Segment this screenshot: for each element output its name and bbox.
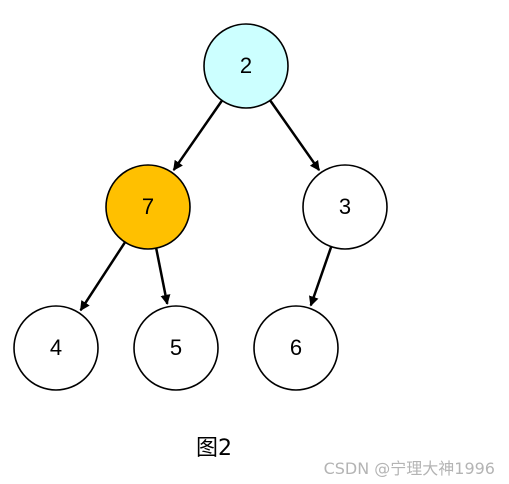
node-circle <box>133 305 219 391</box>
node-circle <box>203 23 289 109</box>
node-circle <box>253 305 339 391</box>
tree-node-7: 7 <box>105 164 191 250</box>
tree-node-4: 4 <box>13 305 99 391</box>
node-label: 3 <box>339 194 351 219</box>
node-label: 7 <box>142 194 154 219</box>
edge-n2-n3 <box>269 99 321 171</box>
watermark: CSDN @宁理大神1996 <box>323 459 495 478</box>
nodes-layer: 2 7 3 4 5 6 <box>13 23 388 391</box>
node-circle <box>13 305 99 391</box>
tree-node-2: 2 <box>203 23 289 109</box>
edges-layer <box>79 99 333 312</box>
figure-caption: 图2 <box>196 436 232 461</box>
edge-n7-n4 <box>79 241 127 312</box>
node-label: 2 <box>240 53 252 78</box>
edge-n3-n6 <box>309 246 333 307</box>
node-label: 4 <box>50 335 62 360</box>
edge-n2-n7 <box>172 99 224 171</box>
tree-node-6: 6 <box>253 305 339 391</box>
node-label: 5 <box>170 335 182 360</box>
edge-n7-n5 <box>154 247 171 305</box>
node-label: 6 <box>290 335 302 360</box>
tree-node-3: 3 <box>302 164 388 250</box>
node-circle <box>302 164 388 250</box>
tree-node-5: 5 <box>133 305 219 391</box>
node-circle <box>105 164 191 250</box>
